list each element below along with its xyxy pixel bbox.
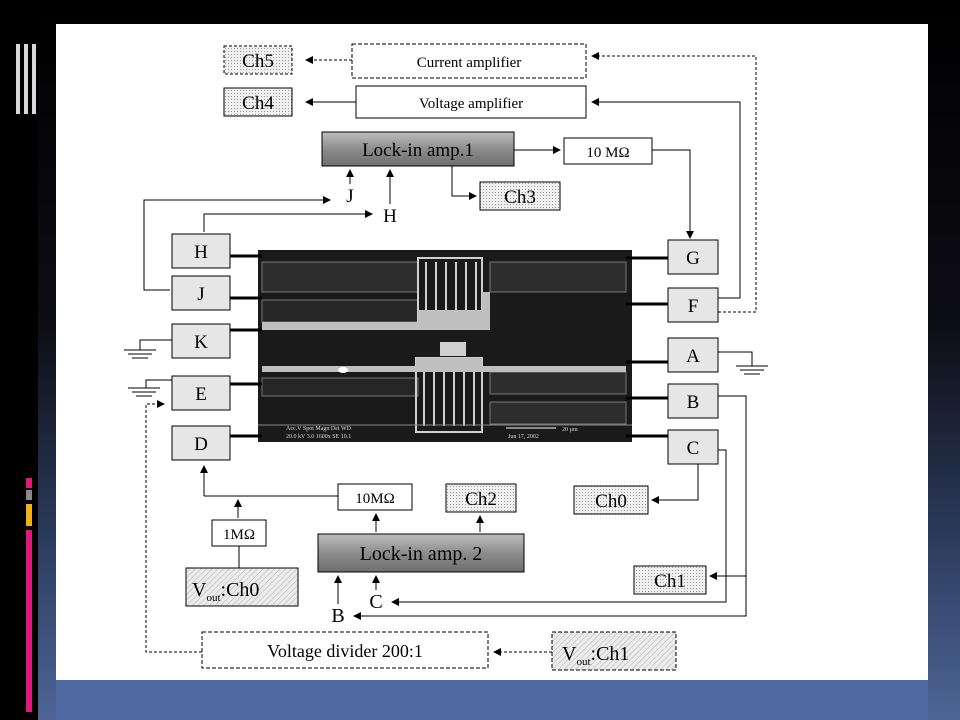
divider-to-e-wire — [145, 400, 202, 653]
terminal-c-label: C — [687, 438, 700, 459]
sem-caption-line2: 20.0 kV 3.0 1600x SE 10.1 — [286, 434, 351, 440]
c-to-lockin2-wire — [391, 449, 727, 606]
lockin1-input-h-label: H — [383, 206, 397, 227]
terminal-f-label: F — [688, 296, 699, 317]
ch1-box: Ch1 — [633, 565, 707, 595]
resistor-1m-box: 1MΩ — [211, 519, 267, 547]
resistor-1m-label: 1MΩ — [223, 527, 255, 543]
terminal-leads — [230, 254, 668, 438]
terminal-d: D — [171, 425, 231, 461]
f-to-current-amp-wire — [591, 52, 757, 313]
lockin-amp-1-label: Lock-in amp.1 — [362, 140, 474, 161]
ch0-label: Ch0 — [595, 491, 627, 512]
ch4-box: Ch4 — [223, 87, 293, 117]
ch2-box: Ch2 — [445, 483, 517, 513]
terminal-j: J — [171, 275, 231, 311]
lockin-amp-2-box: Lock-in amp. 2 — [317, 533, 525, 573]
accent-gray — [26, 490, 32, 500]
accent-pink-bottom — [26, 530, 32, 712]
terminal-f: F — [667, 287, 719, 323]
terminal-b: B — [667, 383, 719, 419]
ch3-label: Ch3 — [504, 187, 536, 208]
lockin2-input-c-label: C — [369, 591, 382, 613]
vout-ch0-label: Vout:Ch0 — [192, 579, 259, 604]
ch2-label: Ch2 — [465, 489, 497, 510]
ch1-label: Ch1 — [654, 571, 686, 592]
resistor-10m-bottom-box: 10MΩ — [337, 483, 413, 511]
terminal-h-label: H — [194, 242, 208, 263]
lockin1-to-ch3-arrow — [451, 166, 477, 200]
b-to-lockin2-wire — [353, 395, 747, 620]
ch3-box: Ch3 — [479, 181, 561, 211]
terminal-j-wire — [143, 196, 331, 291]
terminal-j-label: J — [197, 284, 204, 305]
terminal-a: A — [667, 337, 719, 373]
terminal-e-label: E — [195, 384, 207, 405]
resistor-10m-bottom-label: 10MΩ — [355, 491, 395, 507]
terminal-g: G — [667, 239, 719, 275]
vout-ch0-box: Vout:Ch0 — [185, 567, 299, 607]
voltage-amplifier-box: Voltage amplifier — [355, 85, 587, 119]
current-amplifier-box: Current amplifier — [351, 43, 587, 79]
ch5-box: Ch5 — [223, 45, 293, 75]
lockin-amp-1-box: Lock-in amp.1 — [321, 131, 515, 167]
terminal-h-wire — [203, 210, 373, 232]
ch5-label: Ch5 — [242, 51, 274, 72]
10m-to-g-wire — [652, 149, 694, 239]
resistor-10m-top-box: 10 MΩ — [563, 137, 653, 165]
lockin1-input-j-label: J — [346, 186, 353, 207]
lockin-amp-2-label: Lock-in amp. 2 — [360, 543, 483, 565]
vout-ch1-label: Vout:Ch1 — [562, 643, 629, 668]
bottom-blue-band — [56, 680, 928, 720]
terminal-g-label: G — [686, 248, 700, 269]
voltage-divider-box: Voltage divider 200:1 — [201, 631, 489, 669]
ch4-label: Ch4 — [242, 93, 274, 114]
voltage-divider-label: Voltage divider 200:1 — [267, 641, 423, 661]
ground-a-icon — [718, 351, 768, 375]
terminal-d-label: D — [194, 434, 208, 455]
terminal-k-label: K — [194, 332, 208, 353]
sem-scale-label: 20 µm — [562, 427, 578, 433]
diagram-panel: Ch5 Current amplifier Ch4 Voltage amplif… — [56, 24, 928, 680]
resistor-10m-top-label: 10 MΩ — [586, 145, 629, 161]
ground-k-icon — [124, 339, 172, 359]
c-to-ch0-wire — [651, 464, 699, 504]
vout-ch1-box: Vout:Ch1 — [551, 631, 677, 671]
voltage-amplifier-label: Voltage amplifier — [419, 96, 523, 112]
current-amplifier-label: Current amplifier — [417, 55, 522, 71]
terminal-a-label: A — [686, 346, 700, 367]
measurement-circuit-diagram: Ch5 Current amplifier Ch4 Voltage amplif… — [124, 43, 768, 671]
sem-caption-line1: Acc.V Spot Magn Det WD — [286, 426, 352, 432]
terminal-h: H — [171, 233, 231, 269]
accent-pink-top — [26, 478, 32, 488]
lockin2-input-b-label: B — [331, 605, 344, 627]
ground-e-icon — [128, 379, 172, 397]
decorative-vertical-lines — [16, 44, 36, 114]
ch0-box: Ch0 — [573, 485, 649, 515]
terminal-b-label: B — [687, 392, 700, 413]
sem-micrograph: Acc.V Spot Magn Det WD 20.0 kV 3.0 1600x… — [258, 250, 632, 442]
sem-date-label: Jun 17, 2002 — [508, 434, 539, 440]
f-to-voltage-amp-wire — [591, 98, 741, 299]
terminal-c: C — [667, 429, 719, 465]
terminal-k: K — [171, 323, 231, 359]
terminal-e: E — [171, 375, 231, 411]
accent-yellow — [26, 504, 32, 526]
